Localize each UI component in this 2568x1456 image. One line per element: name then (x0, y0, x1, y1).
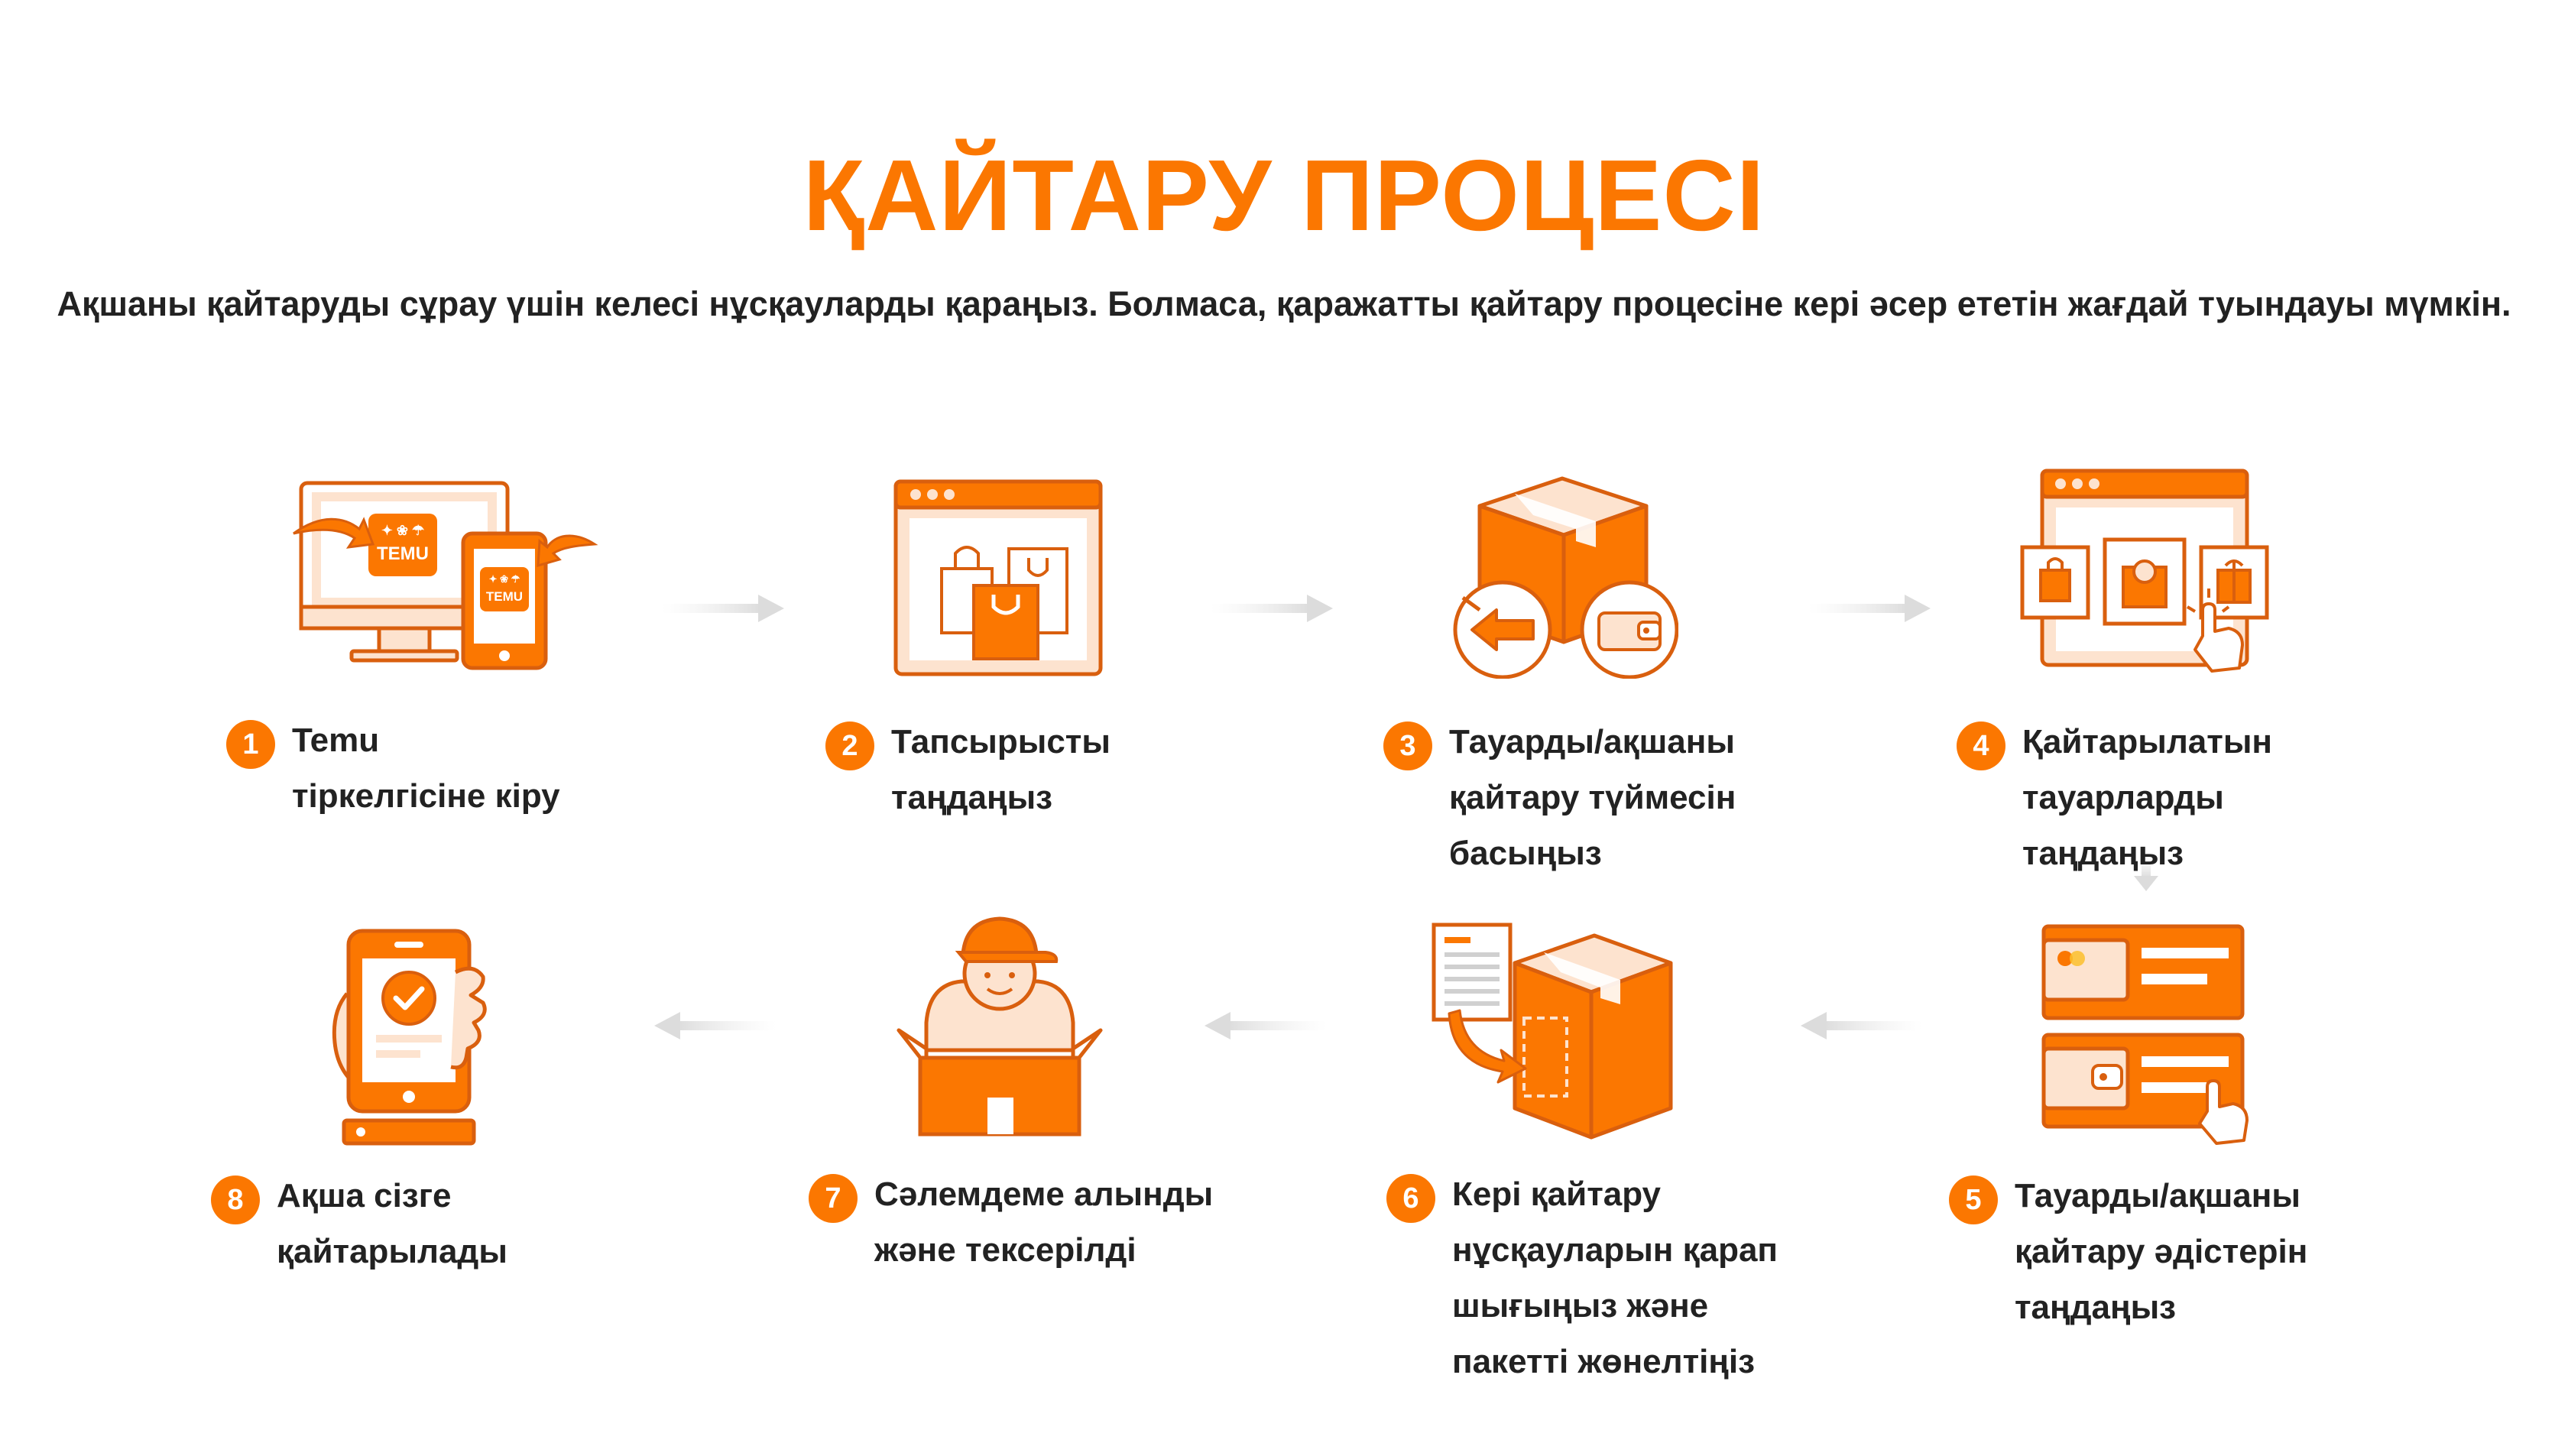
step-6: 6 Кері қайтару нұсқауларын қарап шығыңыз… (1386, 1171, 1778, 1390)
step-label: Temu тіркелгісіне кіру (292, 722, 560, 815)
step-label: Тауарды/ақшаны қайтару түймесін басыңыз (1449, 723, 1736, 872)
select-items-window-icon (2020, 469, 2269, 673)
page-title: ҚАЙТАРУ ПРОЦЕСІ (802, 139, 1765, 251)
step-number-badge: 5 (1949, 1176, 1998, 1224)
step-number-badge: 1 (226, 720, 275, 769)
arrow-left-2 (1205, 1012, 1327, 1039)
step-label: Кері қайтару нұсқауларын қарап шығыңыз ж… (1452, 1176, 1778, 1380)
arrow-left-3 (654, 1012, 777, 1039)
step-label: Қайтарылатын тауарларды таңдаңыз (2022, 723, 2272, 872)
step-4: 4 Қайтарылатын тауарларды таңдаңыз (1957, 718, 2272, 881)
temu-logo-phone: TEMU (486, 589, 523, 604)
temu-logo-monitor: TEMU (377, 543, 429, 564)
arrow-left-1 (1801, 1012, 1923, 1039)
step-8: 8 Ақша сізге қайтарылады (211, 1172, 507, 1279)
step-number-badge: 8 (211, 1176, 260, 1224)
svg-text:✦ ❀ ☂: ✦ ❀ ☂ (381, 523, 424, 538)
arrow-down (2134, 854, 2158, 891)
box-return-wallet-icon (1453, 476, 1678, 679)
arrow-right-3 (1808, 595, 1931, 622)
computer-phone-icon: ✦ ❀ ☂ TEMU ✦ ❀ ☂ TEMU (293, 481, 598, 670)
payment-methods-icon (2041, 924, 2249, 1145)
step-label: Тапсырысты таңдаңыз (891, 723, 1111, 816)
phone-check-icon (332, 929, 487, 1146)
step-label: Ақша сізге қайтарылады (277, 1177, 507, 1270)
svg-text:✦ ❀ ☂: ✦ ❀ ☂ (489, 573, 520, 585)
step-number-badge: 7 (809, 1174, 858, 1223)
step-2: 2 Тапсырысты таңдаңыз (825, 718, 1111, 825)
step-number-badge: 2 (825, 722, 874, 770)
shopping-bags-window-icon (893, 479, 1103, 676)
step-7: 7 Сәлемдеме алынды және тексерілді (809, 1171, 1213, 1278)
step-number-badge: 6 (1386, 1174, 1435, 1223)
step-5: 5 Тауарды/ақшаны қайтару әдістерін таңда… (1949, 1172, 2307, 1335)
courier-box-icon (897, 916, 1103, 1137)
step-3: 3 Тауарды/ақшаны қайтару түймесін басыңы… (1383, 718, 1736, 881)
document-box-icon (1432, 923, 1673, 1140)
arrow-right-1 (662, 595, 784, 622)
step-label: Сәлемдеме алынды және тексерілді (874, 1176, 1214, 1269)
arrow-right-2 (1211, 595, 1333, 622)
step-1: 1 Temu тіркелгісіне кіру (226, 717, 560, 824)
page-subtitle: Ақшаны қайтаруды сұрау үшін келесі нұсқа… (57, 284, 2511, 323)
step-number-badge: 4 (1957, 722, 2005, 770)
step-label: Тауарды/ақшаны қайтару әдістерін таңдаңы… (2015, 1177, 2308, 1326)
step-number-badge: 3 (1383, 722, 1432, 770)
